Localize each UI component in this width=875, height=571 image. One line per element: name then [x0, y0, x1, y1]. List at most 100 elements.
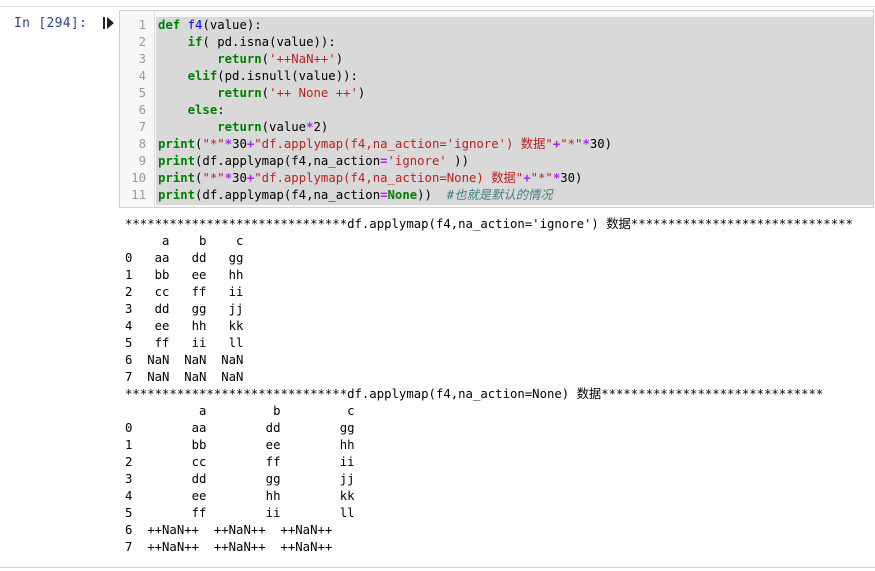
code-line[interactable]: 7 return(value*2): [120, 119, 873, 136]
code-text: return('++ None ++'): [158, 85, 365, 102]
code-token: def: [158, 18, 188, 32]
code-token: 30): [589, 137, 613, 151]
code-token: "*": [560, 137, 583, 151]
line-number: 5: [138, 86, 146, 100]
code-token: "*": [202, 171, 225, 185]
code-token: [158, 35, 188, 49]
code-token: (: [261, 52, 270, 66]
code-token: return: [217, 86, 262, 100]
code-text: return(value*2): [158, 119, 328, 136]
output-line: 4 ee hh kk: [125, 319, 244, 333]
code-token: print: [158, 188, 196, 202]
run-cell-icon[interactable]: [103, 16, 115, 30]
cell-top-border: [0, 6, 875, 7]
line-number: 2: [138, 35, 146, 49]
code-token: None: [387, 188, 418, 202]
line-number-gutter: [120, 11, 155, 207]
code-token: *: [224, 171, 233, 185]
line-number: 11: [131, 188, 146, 202]
code-token: +: [246, 171, 255, 185]
code-token: 'ignore': [387, 154, 447, 168]
output-line: 4 ee hh kk: [125, 489, 355, 503]
output-line: 0 aa dd gg: [125, 421, 355, 435]
output-line: a b c: [125, 234, 244, 248]
code-token: (df.applymap(f4,na_action: [195, 188, 381, 202]
code-token: 30: [232, 171, 247, 185]
code-token: *: [582, 137, 590, 151]
code-token: 2): [313, 120, 329, 134]
code-line[interactable]: 2 if( pd.isna(value)):: [120, 34, 873, 51]
cell-bottom-border: [0, 567, 875, 568]
line-number: 8: [138, 137, 146, 151]
code-line[interactable]: 11 print(df.applymap(f4,na_action=None)) …: [120, 187, 873, 204]
code-token: 30: [232, 137, 247, 151]
code-token: =: [380, 188, 388, 202]
code-line[interactable]: 6 else:: [120, 102, 873, 119]
output-line: 6 ++NaN++ ++NaN++ ++NaN++: [125, 523, 333, 537]
output-line: ******************************df.applyma…: [125, 217, 853, 231]
code-token: if: [187, 35, 203, 49]
code-token: *: [224, 137, 233, 151]
code-token: (value):: [202, 18, 262, 32]
code-token: return: [217, 52, 262, 66]
code-token: print: [158, 171, 196, 185]
line-number: 6: [138, 103, 146, 117]
input-prompt: In [294]:: [14, 16, 88, 31]
output-line: 7 ++NaN++ ++NaN++ ++NaN++: [125, 540, 333, 554]
code-token: "*": [530, 171, 553, 185]
code-token: "df.applymap(f4,na_action='ignore') 数据": [254, 137, 553, 151]
code-token: )): [446, 154, 469, 168]
output-line: a b c: [125, 404, 355, 418]
code-token: print: [158, 137, 196, 151]
code-token: ): [335, 52, 344, 66]
code-token: [158, 52, 217, 66]
code-line[interactable]: 3 return('++NaN++'): [120, 51, 873, 68]
code-token: "df.applymap(f4,na_action=None) 数据": [254, 171, 524, 185]
code-token: ( pd.isna(value)):: [202, 35, 336, 49]
output-line: 2 cc ff ii: [125, 285, 244, 299]
line-number: 4: [138, 69, 146, 83]
code-text: print(df.applymap(f4,na_action='ignore' …: [158, 153, 469, 170]
code-text: print("*"*30+"df.applymap(f4,na_action=N…: [158, 170, 582, 187]
output-line: 5 ff ii ll: [125, 506, 355, 520]
code-text: else:: [158, 102, 225, 119]
code-token: (: [195, 137, 203, 151]
code-token: return: [217, 120, 262, 134]
code-token: else: [187, 103, 218, 117]
code-token: 30): [560, 171, 583, 185]
code-text: elif(pd.isnull(value)):: [158, 68, 358, 85]
code-token: [158, 69, 188, 83]
code-line[interactable]: 5 return('++ None ++'): [120, 85, 873, 102]
code-text: print(df.applymap(f4,na_action=None)) #也…: [158, 187, 553, 204]
code-text: return('++NaN++'): [158, 51, 343, 68]
code-token: (df.applymap(f4,na_action: [195, 154, 381, 168]
output-line: ******************************df.applyma…: [125, 387, 824, 401]
code-token: '++ None ++': [269, 86, 358, 100]
code-token: print: [158, 154, 196, 168]
code-token: :: [217, 103, 225, 117]
code-token: '++NaN++': [269, 52, 336, 66]
code-token: #也就是默认的情况: [446, 188, 553, 202]
code-text: print("*"*30+"df.applymap(f4,na_action='…: [158, 136, 612, 153]
code-token: [158, 103, 188, 117]
code-token: *: [552, 171, 561, 185]
code-token: (value: [261, 120, 307, 134]
code-token: +: [552, 137, 561, 151]
code-token: elif: [187, 69, 218, 83]
output-line: 3 dd gg jj: [125, 472, 355, 486]
code-token: (: [261, 86, 270, 100]
line-number: 3: [138, 52, 146, 66]
code-text: def f4(value):: [158, 17, 262, 34]
code-token: *: [306, 120, 314, 134]
code-line[interactable]: 4 elif(pd.isnull(value)):: [120, 68, 873, 85]
output-line: 7 NaN NaN NaN: [125, 370, 244, 384]
output-line: 1 bb ee hh: [125, 438, 355, 452]
code-token: ): [357, 86, 366, 100]
text-selection-highlight: [156, 17, 873, 205]
code-token: [158, 86, 217, 100]
